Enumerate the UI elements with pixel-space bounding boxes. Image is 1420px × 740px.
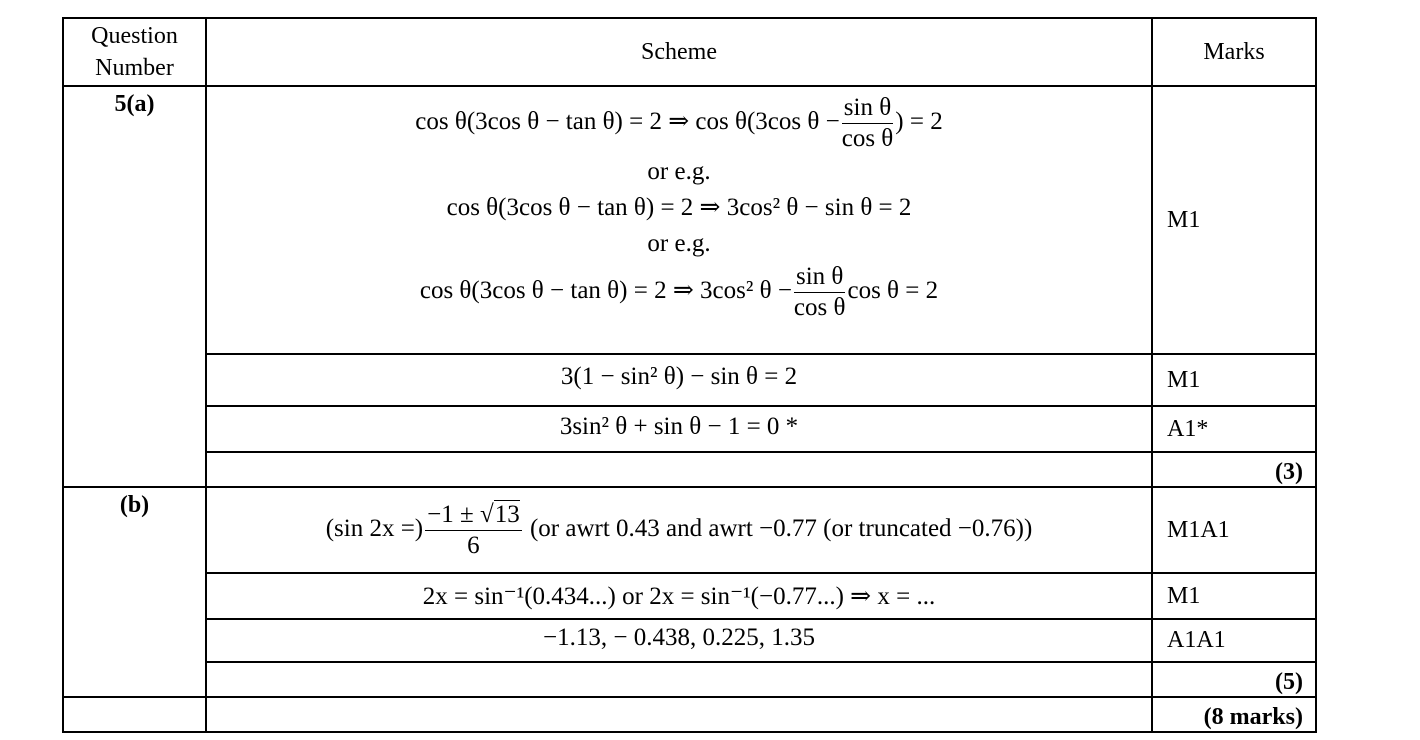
total-row: (8 marks)	[62, 696, 1317, 733]
scheme-row: −1.13, − 0.438, 0.225, 1.35 A1A1	[63, 618, 1317, 663]
math-line: cos θ(3cos θ − tan θ) = 2 ⇒ 3cos² θ −sin…	[207, 262, 1151, 323]
empty-cell	[205, 696, 1153, 733]
mark: A1*	[1151, 405, 1317, 453]
mark: M1A1	[1151, 486, 1317, 574]
denominator: cos θ	[841, 125, 894, 152]
mark: M1	[1151, 353, 1317, 407]
denominator: cos θ	[793, 294, 846, 321]
empty-cell	[205, 451, 1153, 488]
math-text: cos θ(3cos θ − tan θ) = 2 ⇒ cos θ(3cos θ…	[415, 108, 840, 136]
or-text: or e.g.	[647, 230, 711, 257]
scheme-cell: 3(1 − sin² θ) − sin θ = 2	[205, 353, 1153, 407]
math-line: cos θ(3cos θ − tan θ) = 2 ⇒ cos θ(3cos θ…	[207, 93, 1151, 154]
scheme-cell: −1.13, − 0.438, 0.225, 1.35	[205, 618, 1153, 663]
numerator: sin θ	[841, 93, 894, 124]
numerator: −1 ± √13	[425, 499, 522, 531]
scheme-row: 2x = sin⁻¹(0.434...) or 2x = sin⁻¹(−0.77…	[63, 572, 1317, 620]
question-label-text: 5(a)	[114, 91, 155, 117]
math-text: (sin 2x =)	[325, 514, 424, 542]
math-text: cos θ = 2	[847, 277, 939, 305]
scheme-cell: cos θ(3cos θ − tan θ) = 2 ⇒ cos θ(3cos θ…	[205, 85, 1153, 355]
or-text: or e.g.	[647, 158, 711, 185]
mark: A1A1	[1151, 618, 1317, 663]
question-label: (b)	[62, 486, 207, 698]
header-marks: Marks	[1151, 17, 1317, 87]
question-label-text: (b)	[119, 492, 150, 518]
header-question-number: Question Number	[62, 17, 207, 87]
denominator: 6	[467, 531, 480, 559]
grand-total: (8 marks)	[1151, 696, 1317, 733]
empty-cell	[62, 696, 207, 733]
subtotal: (5)	[1151, 661, 1317, 698]
scheme-row: 3sin² θ + sin θ − 1 = 0 * A1*	[63, 405, 1317, 453]
mark-scheme-table: Question Number Scheme Marks 5(a) cos θ(…	[62, 17, 1317, 733]
math-text: cos θ(3cos θ − tan θ) = 2 ⇒ 3cos² θ −	[419, 277, 792, 305]
question-label: 5(a)	[62, 85, 207, 488]
subtotal-row: (5)	[63, 661, 1317, 698]
scheme-cell: 3sin² θ + sin θ − 1 = 0 *	[205, 405, 1153, 453]
header-scheme: Scheme	[205, 17, 1153, 87]
empty-cell	[205, 661, 1153, 698]
subtotal-row: (3)	[63, 451, 1317, 488]
sqrt-radicand: 13	[493, 499, 520, 528]
math-text: ) = 2	[895, 108, 943, 136]
numerator-text: −1 ±	[427, 500, 480, 528]
math-line: cos θ(3cos θ − tan θ) = 2 ⇒ 3cos² θ − si…	[446, 194, 912, 221]
mark: M1	[1151, 572, 1317, 620]
mark: M1	[1151, 85, 1317, 355]
scheme-row: 5(a) cos θ(3cos θ − tan θ) = 2 ⇒ cos θ(3…	[62, 85, 1317, 488]
header-row: Question Number Scheme Marks	[62, 17, 1317, 87]
scheme-row: 3(1 − sin² θ) − sin θ = 2 M1	[63, 353, 1317, 407]
numerator: sin θ	[793, 262, 846, 293]
scheme-cell: 2x = sin⁻¹(0.434...) or 2x = sin⁻¹(−0.77…	[205, 572, 1153, 620]
math-text: (or awrt 0.43 and awrt −0.77 (or truncat…	[523, 514, 1033, 542]
subtotal: (3)	[1151, 451, 1317, 488]
